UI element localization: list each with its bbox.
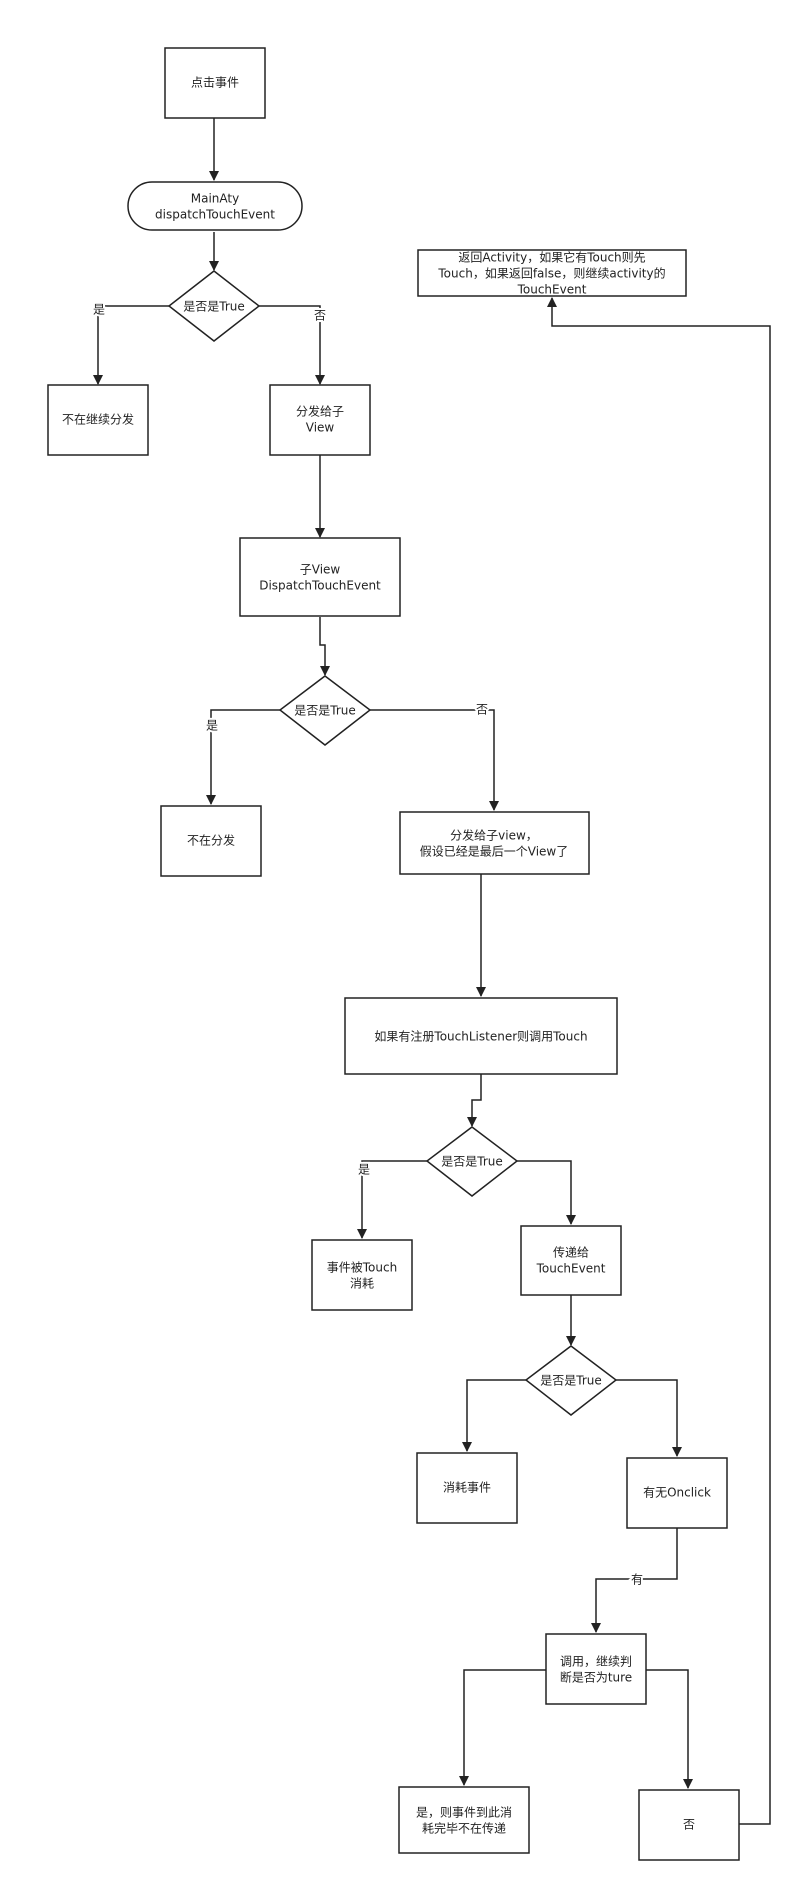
node-consume-event: 消耗事件 <box>416 1452 518 1524</box>
node-decision-2-text: 是否是True <box>294 704 356 718</box>
node-last-view-line-1: 分发给子view， <box>450 828 538 843</box>
label-d2-no: 否 <box>476 703 488 717</box>
node-child-dispatch-line-2: DispatchTouchEvent <box>259 579 381 593</box>
label-d1-yes: 是 <box>93 303 105 317</box>
edge-decision-4-right <box>616 1379 682 1457</box>
node-child-dispatch-line-1: 子View <box>300 563 341 577</box>
edges <box>93 118 771 1825</box>
edge-decision-4-left <box>462 1379 526 1452</box>
node-child-dispatch: 子View DispatchTouchEvent <box>239 537 401 617</box>
edge-decision-1-yes <box>93 305 169 385</box>
edge-decision-3-no <box>517 1160 576 1225</box>
node-consumed-line-1: 事件被Touch <box>327 1261 397 1275</box>
node-yes-end: 是，则事件到此消 耗完毕不在传递 <box>398 1786 530 1854</box>
edge-no-to-return <box>547 297 771 1825</box>
node-no-box: 否 <box>638 1789 740 1861</box>
node-consumed-line-2: 消耗 <box>350 1277 374 1291</box>
node-stop-2-text: 不在分发 <box>187 833 235 848</box>
node-no-box-text: 否 <box>683 1818 695 1832</box>
node-last-view-line-2: 假设已经是最后一个View了 <box>420 845 568 859</box>
node-decision-2: 是否是True <box>278 675 372 746</box>
node-call-check-line-2: 断是否为ture <box>560 1670 632 1685</box>
label-onclick-yes: 有 <box>631 1573 643 1587</box>
node-pass-touch-line-1: 传递给 <box>553 1245 589 1260</box>
node-pass-touch-line-2: TouchEvent <box>536 1262 606 1276</box>
node-last-view: 分发给子view， 假设已经是最后一个View了 <box>399 811 590 875</box>
node-dispatch-view-line-1: 分发给子 <box>296 404 344 419</box>
label-d3-yes: 是 <box>358 1163 370 1177</box>
node-main-dispatch-line-1: MainAty <box>191 192 239 206</box>
node-click-event: 点击事件 <box>164 47 266 119</box>
node-decision-4: 是否是True <box>524 1345 618 1416</box>
edge-child-to-decision-2 <box>319 617 330 676</box>
node-decision-3: 是否是True <box>425 1126 519 1197</box>
node-has-onclick-text: 有无Onclick <box>643 1486 711 1500</box>
node-has-onclick: 有无Onclick <box>626 1457 728 1529</box>
node-return-activity: 返回Activity，如果它有Touch则先 Touch，如果返回false，则… <box>417 249 687 297</box>
node-click-event-text: 点击事件 <box>191 76 239 90</box>
node-return-activity-line-2: Touch，如果返回false，则继续activity的 <box>437 266 665 281</box>
node-call-check: 调用，继续判 断是否为ture <box>545 1633 647 1705</box>
node-yes-end-line-2: 耗完毕不在传递 <box>422 1821 506 1836</box>
node-stop-2: 不在分发 <box>160 805 262 877</box>
node-main-dispatch: MainAty dispatchTouchEvent <box>127 181 303 231</box>
edge-call-left <box>459 1669 546 1786</box>
label-d1-no: 否 <box>314 309 326 323</box>
node-stop-1-text: 不在继续分发 <box>62 412 134 427</box>
edge-labels: 是 否 是 否 是 有 <box>91 301 645 1589</box>
node-stop-1: 不在继续分发 <box>47 384 149 456</box>
node-decision-4-text: 是否是True <box>540 1374 602 1388</box>
label-d2-yes: 是 <box>206 719 218 733</box>
node-pass-touch: 传递给 TouchEvent <box>520 1225 622 1296</box>
edge-decision-2-yes <box>206 709 280 805</box>
node-decision-1: 是否是True <box>167 270 261 342</box>
edge-decision-1-no <box>259 305 325 385</box>
node-touch-listener-text: 如果有注册TouchListener则调用Touch <box>374 1029 587 1044</box>
node-consumed: 事件被Touch 消耗 <box>311 1239 413 1311</box>
edge-call-right <box>646 1669 693 1789</box>
node-touch-listener: 如果有注册TouchListener则调用Touch <box>344 997 618 1075</box>
node-dispatch-view: 分发给子 View <box>269 384 371 456</box>
node-return-activity-line-1: 返回Activity，如果它有Touch则先 <box>458 250 645 265</box>
edge-listener-to-decision-3 <box>467 1074 482 1127</box>
node-decision-3-text: 是否是True <box>441 1155 503 1169</box>
node-yes-end-line-1: 是，则事件到此消 <box>416 1806 512 1820</box>
node-decision-1-text: 是否是True <box>183 300 245 314</box>
node-consume-event-text: 消耗事件 <box>443 1481 491 1495</box>
edge-decision-2-no <box>370 709 499 811</box>
node-main-dispatch-line-2: dispatchTouchEvent <box>155 208 275 222</box>
node-dispatch-view-line-2: View <box>306 421 335 435</box>
edge-decision-3-yes <box>357 1160 427 1239</box>
edge-onclick-yes <box>591 1528 678 1633</box>
node-call-check-line-1: 调用，继续判 <box>560 1655 632 1669</box>
node-return-activity-line-3: TouchEvent <box>517 283 587 297</box>
